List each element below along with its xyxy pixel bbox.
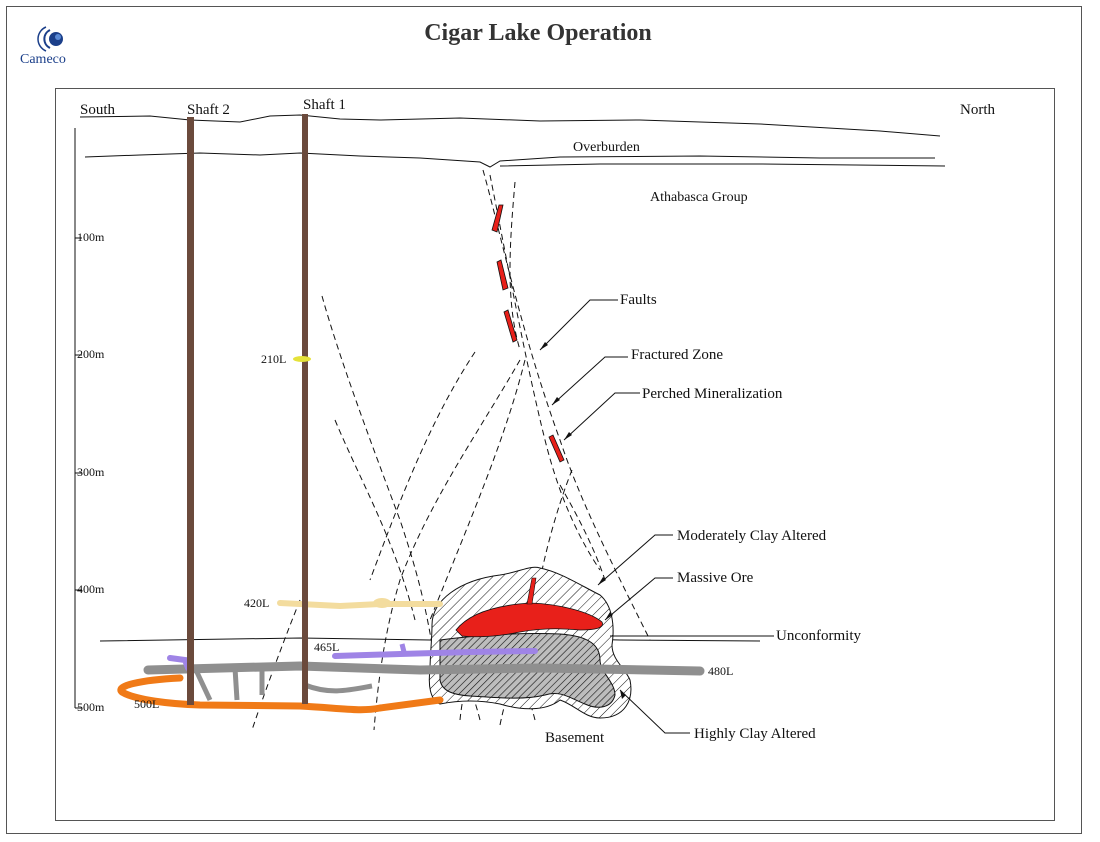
label-moderately-clay-altered: Moderately Clay Altered [677, 528, 827, 544]
label-fractured-zone: Fractured Zone [631, 347, 723, 363]
leader-arrowheads [540, 342, 626, 699]
label-210L: 210L [261, 352, 286, 366]
label-overburden: Overburden [573, 140, 640, 155]
label-420L: 420L [244, 596, 269, 610]
label-unconformity: Unconformity [776, 628, 861, 644]
depth-label-400m: 400m [77, 582, 105, 596]
fault-lines [251, 169, 651, 731]
label-perched-mineralization: Perched Mineralization [642, 386, 783, 402]
logo-text: Cameco [20, 52, 66, 67]
athabasca-top-line [499, 163, 946, 167]
label-shaft-2: Shaft 2 [187, 102, 230, 118]
depth-ticks [75, 237, 82, 709]
outer-frame [6, 6, 1082, 834]
label-480L: 480L [708, 664, 733, 678]
level-420L-station [373, 598, 391, 608]
shaft-2 [187, 117, 194, 705]
massive-ore-body [455, 602, 603, 638]
perched-mineralization [491, 204, 565, 463]
label-500L: 500L [134, 697, 159, 711]
level-465L-drift [332, 648, 538, 659]
depth-label-200m: 200m [77, 347, 105, 361]
label-athabasca-group: Athabasca Group [650, 190, 748, 205]
label-south: South [80, 102, 116, 118]
label-massive-ore: Massive Ore [677, 570, 754, 586]
page-title: Cigar Lake Operation [424, 20, 652, 46]
label-north: North [960, 102, 995, 118]
level-420L-drift [277, 600, 443, 610]
level-500L-drift [117, 674, 444, 714]
level-480L-drift [143, 661, 705, 676]
level-480L-crosscuts [192, 666, 373, 702]
cameco-logo: Cameco [20, 22, 90, 72]
label-basement: Basement [545, 730, 605, 746]
label-highly-clay-altered: Highly Clay Altered [694, 726, 816, 742]
diagram-frame [55, 88, 1055, 821]
label-shaft-1: Shaft 1 [303, 97, 346, 113]
depth-label-300m: 300m [77, 465, 105, 479]
depth-label-100m: 100m [77, 230, 105, 244]
level-210L-marker [293, 356, 311, 362]
cameco-logo-icon [37, 26, 63, 52]
shaft-1 [302, 114, 308, 704]
level-465L-raise [399, 643, 408, 657]
depth-label-500m: 500m [77, 700, 105, 714]
overburden-base-line [84, 152, 935, 168]
ground-surface-line [79, 114, 941, 137]
label-465L: 465L [314, 640, 339, 654]
unconformity-line [99, 637, 761, 642]
leader-lines [539, 299, 774, 734]
label-faults: Faults [620, 292, 657, 308]
ore-stringer [526, 577, 537, 605]
